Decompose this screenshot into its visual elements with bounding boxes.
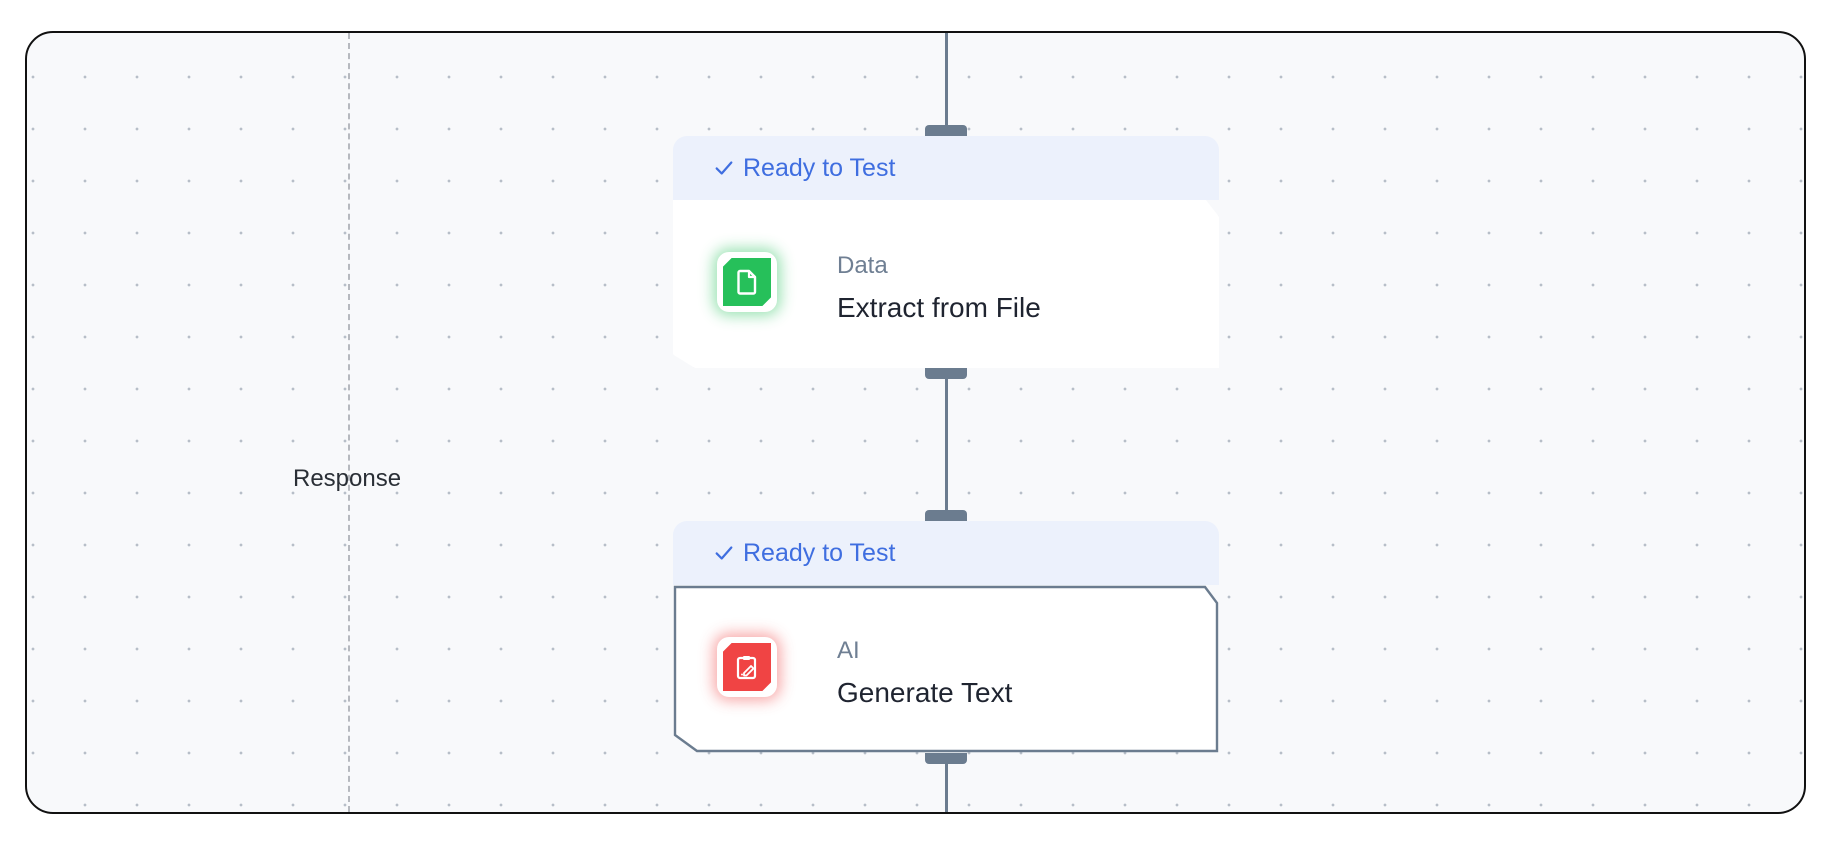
ai-node-icon-badge bbox=[723, 643, 771, 691]
connector-line-top bbox=[945, 33, 948, 125]
check-icon bbox=[715, 546, 733, 560]
node-status-bar: Ready to Test bbox=[673, 521, 1219, 585]
workflow-canvas[interactable]: Response Ready to Test Data Extract from… bbox=[25, 31, 1806, 814]
node-text: AI Generate Text bbox=[837, 637, 1012, 709]
node-category: AI bbox=[837, 637, 860, 664]
node-text: Data Extract from File bbox=[837, 252, 1041, 324]
node-1-input-handle[interactable] bbox=[925, 125, 967, 136]
node-1-output-handle[interactable] bbox=[925, 368, 967, 379]
file-icon bbox=[737, 269, 757, 295]
node-category: Data bbox=[837, 252, 888, 279]
node-title: Generate Text bbox=[837, 677, 1013, 708]
node-2-output-handle[interactable] bbox=[925, 753, 967, 764]
node-body[interactable]: Data Extract from File bbox=[673, 200, 1219, 368]
check-icon bbox=[715, 161, 733, 175]
node-status-bar: Ready to Test bbox=[673, 136, 1219, 200]
section-divider bbox=[348, 33, 350, 812]
divider-label-response: Response bbox=[293, 465, 402, 492]
clipboard-edit-icon bbox=[736, 656, 757, 680]
node-title: Extract from File bbox=[837, 292, 1041, 323]
connector-line-middle bbox=[945, 379, 948, 510]
data-node-icon-badge bbox=[723, 258, 771, 306]
node-status-text: Ready to Test bbox=[743, 538, 896, 567]
node-2-input-handle[interactable] bbox=[925, 510, 967, 521]
node-extract-from-file[interactable]: Ready to Test Data Extract from File bbox=[673, 136, 1219, 368]
node-generate-text[interactable]: Ready to Test AI Generate Text bbox=[673, 521, 1219, 753]
connector-line-bottom bbox=[945, 764, 948, 812]
node-status-text: Ready to Test bbox=[743, 153, 896, 182]
node-body-selected[interactable]: AI Generate Text bbox=[673, 585, 1219, 753]
